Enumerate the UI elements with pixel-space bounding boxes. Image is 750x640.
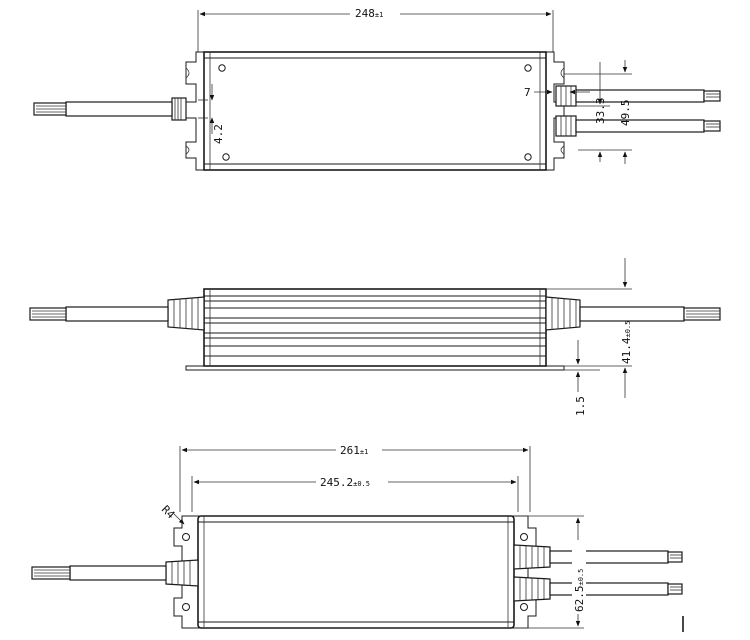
overall-length-tolerance: ±1 xyxy=(360,448,368,456)
overall-length-value: 261 xyxy=(340,444,360,457)
depth-value: 62.5 xyxy=(573,586,586,613)
top-hole xyxy=(524,153,532,161)
top-view: 248±1 4.2 xyxy=(33,5,721,171)
mounting-length-tolerance: ±0.5 xyxy=(353,480,370,488)
top-flange xyxy=(185,51,565,171)
bottom-input-cable xyxy=(69,565,167,581)
cable-outer-dimension: 49.5 xyxy=(619,100,632,127)
bottom-view: 261±1 245.2±0.5 R4 xyxy=(31,442,684,632)
svg-text:62.5±0.5: 62.5±0.5 xyxy=(573,569,586,612)
side-input-cable xyxy=(65,306,169,322)
svg-text:248±1: 248±1 xyxy=(355,7,383,20)
mounting-length-value: 245.2 xyxy=(320,476,353,489)
top-width-tolerance: ±1 xyxy=(375,11,383,19)
bottom-output-cable xyxy=(549,582,669,596)
svg-text:245.2±0.5: 245.2±0.5 xyxy=(320,476,370,489)
top-hole xyxy=(218,64,226,72)
top-hole xyxy=(524,64,532,72)
base-dimension: 1.5 xyxy=(574,396,587,416)
cable-pitch-dimension: 33.3 xyxy=(594,98,607,125)
hole-dimension: 4.2 xyxy=(212,124,225,144)
top-housing xyxy=(203,51,547,171)
bottom-flange xyxy=(173,515,537,629)
side-view: 41.4±0.5 1.5 xyxy=(29,258,721,416)
side-height-value: 41.4 xyxy=(620,337,633,364)
side-output-cable xyxy=(579,306,685,322)
radius-label: R4 xyxy=(159,503,178,522)
tab-dimension: 7 xyxy=(524,86,531,99)
bottom-housing xyxy=(197,515,515,629)
depth-tolerance: ±0.5 xyxy=(577,569,585,586)
svg-text:261±1: 261±1 xyxy=(340,444,368,457)
top-hole xyxy=(222,153,230,161)
side-height-tolerance: ±0.5 xyxy=(624,321,632,338)
bottom-output-cable xyxy=(549,550,669,564)
top-width-value: 248 xyxy=(355,7,375,20)
svg-text:41.4±0.5: 41.4±0.5 xyxy=(620,321,633,364)
top-input-cable xyxy=(65,101,173,117)
